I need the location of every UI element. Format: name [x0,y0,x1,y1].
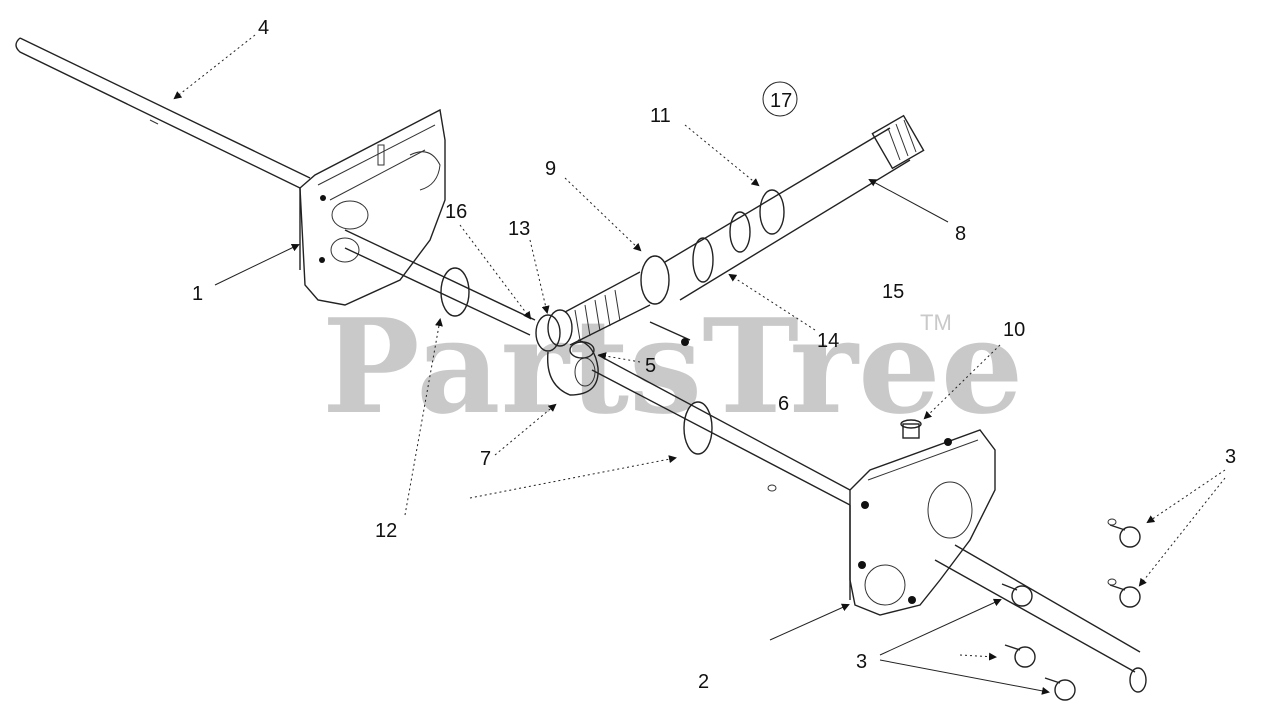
axle-right-segment [591,354,851,506]
leader-12 [404,318,443,516]
part-3-bolt-b [1107,578,1141,608]
leader-7 [494,403,557,456]
callout-14: 14 [817,330,839,352]
callout-4: 4 [258,17,269,39]
part-10-plug [900,419,922,439]
leader-3-a [1146,469,1226,524]
part-1-left-housing [299,108,446,306]
callout-16: 16 [445,201,467,223]
part-4-rod [15,37,311,189]
axle-left-segment [344,229,536,336]
callout-7: 7 [480,448,491,470]
part-14-pin [649,321,691,346]
callout-1: 1 [192,283,203,305]
callout-5: 5 [645,355,656,377]
part-13-collar [535,309,573,352]
callout-8: 8 [955,223,966,245]
callout-10: 10 [1003,319,1025,341]
part-3-bolt-e [1044,677,1076,701]
callout-9: 9 [545,158,556,180]
part-3-bolt-a [1107,518,1141,548]
leader-1 [214,244,300,286]
callout-11: 11 [650,105,671,127]
callout-3-lower: 3 [856,651,867,673]
leader-13 [529,239,550,314]
leader-9 [564,177,642,252]
leader-3-b [1138,477,1226,587]
callout-12: 12 [375,520,397,542]
leader-3-e [959,652,997,661]
leader-11 [684,124,760,187]
part-6-washer [683,401,713,455]
callout-13: 13 [508,218,530,240]
leader-5 [598,352,641,363]
callout-6: 6 [778,393,789,415]
leader-6 [469,455,677,499]
leader-8 [868,179,949,223]
callout-17: 17 [770,90,792,112]
output-shaft-right [934,544,1147,693]
leader-4 [173,34,256,100]
part-9-spring-worm [564,271,651,346]
part-3-bolt-c [1001,583,1033,607]
part-2-right-housing [849,429,996,616]
callout-labels: 4 17 11 9 16 13 8 1 15 10 14 5 6 7 3 12 … [192,17,1236,693]
leader-3-c [879,598,1002,656]
watermark-trademark: TM [920,310,952,335]
part-3-bolt-d [1004,644,1036,668]
callout-15: 15 [882,281,904,303]
part-8-shaft [664,114,925,301]
callout-3-upper: 3 [1225,446,1236,468]
callout-17-circle [762,81,798,117]
part-9-washer [640,255,670,305]
part-12-washer [440,267,470,317]
leader-lines [173,34,1226,695]
watermark-brand: PartsTree [322,290,1023,443]
leader-14 [728,273,816,331]
leader-3-d [879,659,1050,695]
callout-2: 2 [698,671,709,693]
leader-2 [769,603,850,641]
